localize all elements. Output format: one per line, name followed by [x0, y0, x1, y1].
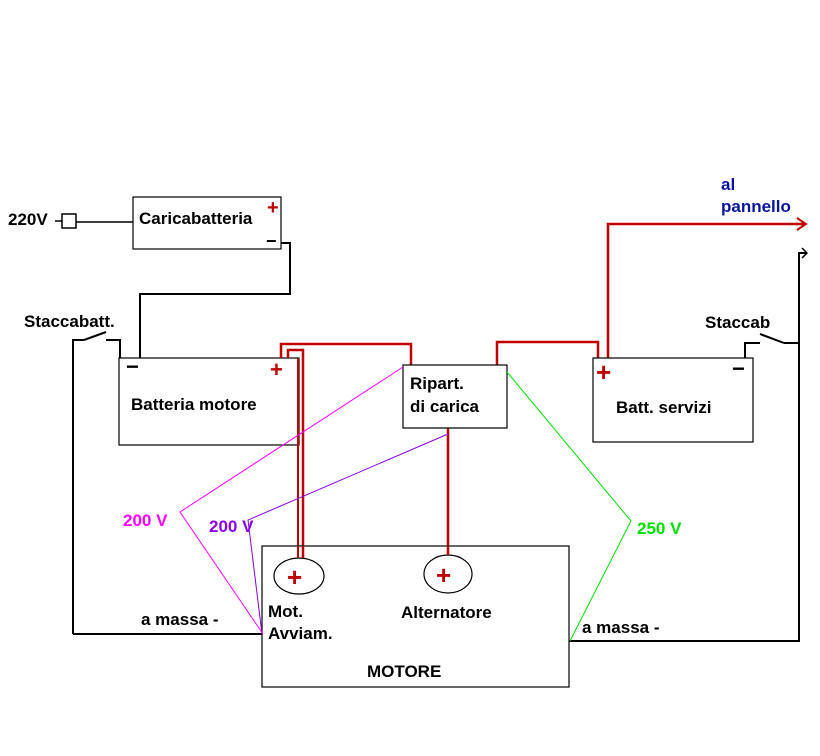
- right-battery-switch-label: Staccab: [705, 313, 770, 332]
- starter-label-line1: Mot.: [268, 602, 303, 621]
- service-battery-minus-terminal: −: [732, 356, 745, 381]
- engine-battery-minus-terminal: −: [126, 354, 139, 379]
- wire-engine-battery-to-splitter: [279, 342, 413, 365]
- charger-plus-terminal: +: [267, 197, 279, 219]
- battery-charger: Caricabatteria + −: [132, 196, 282, 251]
- mains-plug-icon: [55, 213, 133, 229]
- measure-line-purple: [247, 433, 449, 635]
- measure-line-magenta: [179, 366, 404, 635]
- voltage-label-magenta: 200 V: [123, 511, 168, 530]
- alternator-plus-terminal: +: [436, 560, 451, 590]
- service-battery: + − Batt. servizi: [592, 356, 754, 443]
- engine-battery-label: Batteria motore: [131, 395, 257, 414]
- starter-plus-terminal: +: [287, 562, 302, 592]
- panel-label-line2: pannello: [721, 197, 791, 216]
- panel-label-line1: al: [721, 175, 735, 194]
- charge-splitter: Ripart. di carica: [402, 364, 508, 429]
- right-battery-switch-icon: [569, 333, 800, 642]
- battery-charger-label: Caricabatteria: [139, 209, 253, 228]
- engine-label: MOTORE: [367, 662, 441, 681]
- service-battery-label: Batt. servizi: [616, 398, 711, 417]
- panel-ground-arrow-icon: [798, 252, 806, 343]
- wire-service-battery-to-panel: [606, 222, 805, 358]
- engine-battery: − + Batteria motore: [118, 354, 300, 446]
- wire-charger-to-battery-negative: [139, 242, 291, 358]
- engine: + + Mot. Avviam. Alternatore MOTORE: [261, 545, 570, 688]
- mains-voltage-label: 220V: [8, 210, 48, 229]
- starter-label-line2: Avviam.: [268, 624, 333, 643]
- charge-splitter-label-line1: Ripart.: [410, 374, 464, 393]
- voltage-label-purple: 200 V: [209, 517, 254, 536]
- charger-minus-terminal: −: [266, 231, 277, 251]
- alternator-label: Alternatore: [401, 603, 492, 622]
- ground-label-right: a massa -: [582, 618, 660, 637]
- service-battery-plus-terminal: +: [596, 357, 611, 387]
- panel-arrow-icon: [796, 217, 808, 231]
- voltage-label-green: 250 V: [637, 519, 682, 538]
- panel-ground-arrowhead-icon: [801, 247, 809, 259]
- left-battery-switch-label: Staccabatt.: [24, 312, 115, 331]
- engine-battery-plus-terminal: +: [270, 357, 283, 382]
- measure-line-green: [506, 371, 632, 642]
- left-battery-switch-icon: [72, 331, 121, 634]
- ground-label-left: a massa -: [141, 610, 219, 629]
- wire-engine-battery-to-starter: [286, 348, 305, 576]
- charge-splitter-label-line2: di carica: [410, 397, 480, 416]
- wire-splitter-to-service-battery: [495, 340, 600, 365]
